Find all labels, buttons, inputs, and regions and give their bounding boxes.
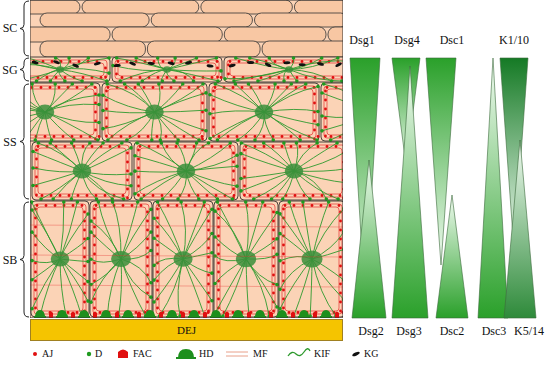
layer-brace xyxy=(20,58,29,81)
protein-label: Dsg3 xyxy=(396,325,421,337)
layer-brace xyxy=(20,84,29,199)
legend-symbols xyxy=(33,349,360,359)
expression-gradient xyxy=(436,195,468,318)
legend-text: AJ xyxy=(42,349,53,359)
legend-text: FAC xyxy=(133,349,152,359)
legend-text: HD xyxy=(199,349,213,359)
protein-label: K5/14 xyxy=(514,325,544,337)
protein-label: Dsc3 xyxy=(482,325,507,337)
legend-text: KIF xyxy=(314,349,330,359)
expression-gradient xyxy=(392,66,428,318)
layer-brace xyxy=(20,202,29,317)
layer-label: SB xyxy=(3,254,18,266)
legend-text: MF xyxy=(253,349,267,359)
band-label: DEJ xyxy=(177,325,196,336)
expression-gradient xyxy=(352,160,386,318)
dermal-epidermal-junction-band: DEJ xyxy=(30,319,343,341)
layer-brace xyxy=(20,1,29,56)
legend-text: KG xyxy=(364,349,378,359)
legend-text: D xyxy=(95,349,102,359)
layer-label: SG xyxy=(2,64,17,76)
protein-label: Dsg1 xyxy=(349,34,374,46)
protein-label: Dsg2 xyxy=(358,325,383,337)
protein-label: Dsc2 xyxy=(440,325,465,337)
protein-label: Dsc1 xyxy=(440,34,465,46)
layer-label: SC xyxy=(3,22,18,34)
layer-label: SS xyxy=(3,136,16,148)
epidermis xyxy=(30,0,343,318)
protein-label: K1/10 xyxy=(499,34,529,46)
expression-gradient xyxy=(504,140,536,318)
protein-label: Dsg4 xyxy=(394,34,419,46)
